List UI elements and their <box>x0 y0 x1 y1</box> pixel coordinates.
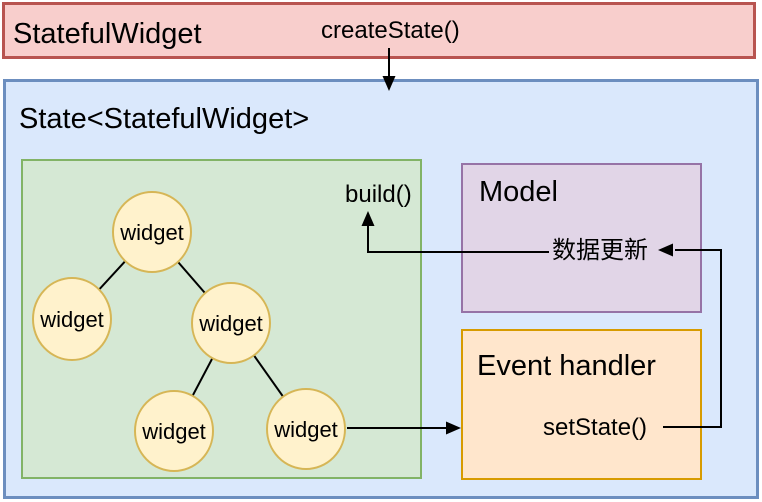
set-state-label: setState() <box>543 414 648 441</box>
state-title: State<StatefulWidget> <box>19 103 310 135</box>
stateful-widget-box <box>2 2 756 59</box>
model-title: Model <box>479 176 558 208</box>
stateful-widget-title: StatefulWidget <box>13 18 202 50</box>
event-handler-title: Event handler <box>477 350 656 382</box>
create-state-label: createState() <box>321 17 460 44</box>
event-handler-box <box>461 329 702 480</box>
build-label: build() <box>345 181 412 208</box>
data-update-label: 数据更新 <box>552 237 648 264</box>
